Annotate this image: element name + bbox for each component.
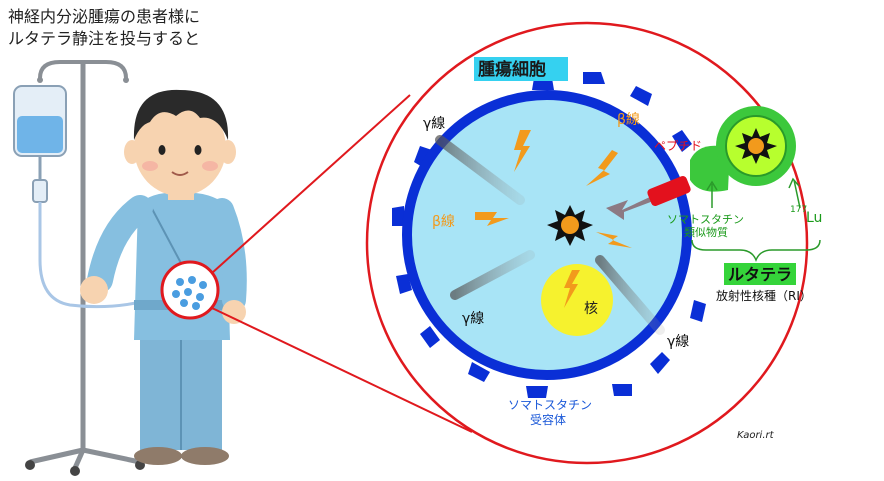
nucleus: [541, 264, 613, 336]
nucleus-label: 核: [584, 301, 598, 317]
approach-arrow: [606, 196, 656, 220]
gamma-label-3: γ線: [667, 334, 689, 350]
lutathera-molecule: [690, 106, 796, 192]
tumor-cell: [402, 90, 692, 380]
isotope-mass: 177: [790, 205, 807, 215]
gamma-label-1: γ線: [423, 116, 445, 132]
gamma-rays: [435, 135, 665, 335]
peptide-stick: [647, 175, 691, 207]
analog-label-2: 類似物質: [684, 225, 728, 239]
isotope-symbol: Lu: [806, 210, 822, 226]
iv-bag: [13, 85, 151, 309]
peptide-label: ペプチド: [654, 139, 702, 153]
patient: [80, 89, 247, 465]
receptor-label-1: ソマトスタチン: [508, 398, 592, 412]
ri-star-center: [547, 205, 593, 246]
caption-line-2: ルタテラ静注を投与すると: [8, 29, 201, 48]
beta-label-1: β線: [617, 112, 640, 128]
tumor-spot: [160, 260, 220, 320]
signature: Kaori.rt: [737, 430, 775, 441]
drug-label-bg: [724, 263, 796, 285]
nucleus-bolt: [564, 270, 580, 308]
caption: 神経内分泌腫瘍の患者様に ルタテラ静注を投与すると: [8, 6, 200, 50]
tumor-cell-label-bg: [474, 57, 568, 81]
iv-stand: [25, 60, 145, 476]
analog-label-1: ソマトスタチン: [667, 213, 744, 226]
brace: [691, 239, 821, 263]
beta-label-2: β線: [432, 214, 455, 230]
tumor-cell-label: 腫瘍細胞: [478, 59, 546, 80]
drug-name: ルタテラ: [728, 265, 792, 284]
zoom-line-top: [211, 94, 411, 274]
beta-rays: [475, 130, 632, 248]
receptor-label-2: 受容体: [530, 412, 566, 427]
lu-pointer: [793, 179, 801, 209]
zoom-line-bottom: [211, 307, 473, 433]
drug-subtitle: 放射性核種（RI）: [716, 288, 812, 303]
gamma-label-2: γ線: [462, 311, 484, 327]
caption-line-1: 神経内分泌腫瘍の患者様に: [8, 7, 201, 26]
